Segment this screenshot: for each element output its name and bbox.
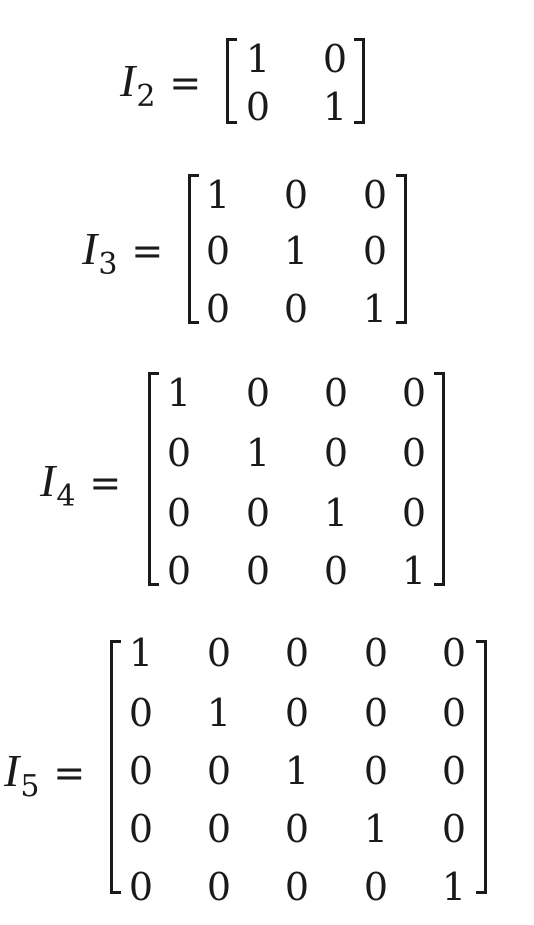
matrix-cell: 0 — [128, 691, 154, 735]
matrix-cell: 0 — [363, 865, 389, 909]
matrix-cell: 1 — [362, 287, 388, 331]
matrix-cell: 1 — [363, 807, 389, 851]
matrix-cell: 0 — [362, 173, 388, 217]
matrix-cell: 0 — [284, 631, 310, 675]
equals-sign: = — [89, 461, 122, 505]
matrix-cell: 1 — [128, 631, 154, 675]
matrix-cell: 1 — [401, 549, 427, 593]
matrix-cell: 0 — [363, 691, 389, 735]
matrix-cell: 0 — [323, 431, 349, 475]
matrix-cell: 1 — [283, 229, 309, 273]
matrix-cell: 0 — [322, 37, 348, 81]
matrix-cell: 0 — [401, 371, 427, 415]
matrix-cell: 0 — [206, 631, 232, 675]
matrix-cell: 1 — [322, 85, 348, 129]
matrix-subscript: 4 — [56, 479, 76, 514]
equals-sign: = — [131, 229, 164, 273]
equation-lhs: I5 = — [4, 745, 86, 802]
matrix-cell: 0 — [441, 749, 467, 793]
matrix-cell: 0 — [206, 865, 232, 909]
equation-lhs: I2 = — [120, 55, 202, 112]
matrix-cell: 1 — [206, 691, 232, 735]
matrix-left-bracket — [148, 372, 159, 586]
matrix-cell: 0 — [166, 491, 192, 535]
matrix-cell: 0 — [245, 371, 271, 415]
matrix-cell: 0 — [284, 865, 310, 909]
matrix-cell: 0 — [284, 691, 310, 735]
equals-sign: = — [53, 751, 86, 795]
matrix-cell: 0 — [166, 549, 192, 593]
matrix-cell: 0 — [206, 749, 232, 793]
matrix-cell: 0 — [323, 371, 349, 415]
matrix-cell: 0 — [401, 431, 427, 475]
matrix-cell: 0 — [283, 173, 309, 217]
equals-sign: = — [169, 61, 202, 105]
matrix-variable: I — [120, 55, 136, 106]
matrix-cell: 0 — [441, 631, 467, 675]
matrix-cell: 0 — [205, 287, 231, 331]
matrix-cell: 0 — [128, 865, 154, 909]
matrix-cell: 0 — [205, 229, 231, 273]
matrix-cell: 0 — [363, 749, 389, 793]
matrix-cell: 0 — [284, 807, 310, 851]
matrix-cell: 1 — [166, 371, 192, 415]
equation-lhs: I4 = — [40, 455, 122, 512]
matrix-cell: 0 — [245, 85, 271, 129]
matrix-cell: 0 — [362, 229, 388, 273]
matrix-variable: I — [82, 223, 98, 274]
matrix-cell: 1 — [323, 491, 349, 535]
matrix-cell: 0 — [323, 549, 349, 593]
equation-lhs: I3 = — [82, 223, 164, 280]
matrix-left-bracket — [188, 174, 199, 324]
matrix-cell: 1 — [245, 37, 271, 81]
matrix-cell: 0 — [245, 491, 271, 535]
matrix-cell: 1 — [245, 431, 271, 475]
matrix-cell: 1 — [284, 749, 310, 793]
matrix-cell: 1 — [441, 865, 467, 909]
matrix-cell: 0 — [128, 749, 154, 793]
matrix-subscript: 3 — [98, 247, 118, 282]
matrix-cell: 0 — [441, 807, 467, 851]
matrix-subscript: 2 — [136, 79, 156, 114]
matrix-cell: 0 — [441, 691, 467, 735]
matrix-subscript: 5 — [20, 769, 40, 804]
matrix-cell: 0 — [128, 807, 154, 851]
matrix-right-bracket — [476, 640, 487, 894]
matrix-cell: 0 — [283, 287, 309, 331]
matrix-cell: 0 — [245, 549, 271, 593]
matrix-left-bracket — [226, 38, 237, 124]
matrix-cell: 0 — [206, 807, 232, 851]
matrix-variable: I — [40, 455, 56, 506]
matrix-cell: 0 — [166, 431, 192, 475]
matrix-cell: 0 — [401, 491, 427, 535]
matrix-left-bracket — [110, 640, 121, 894]
matrix-right-bracket — [396, 174, 407, 324]
matrix-variable: I — [4, 745, 20, 796]
matrix-right-bracket — [434, 372, 445, 586]
matrix-right-bracket — [354, 38, 365, 124]
matrix-cell: 0 — [363, 631, 389, 675]
matrix-cell: 1 — [205, 173, 231, 217]
